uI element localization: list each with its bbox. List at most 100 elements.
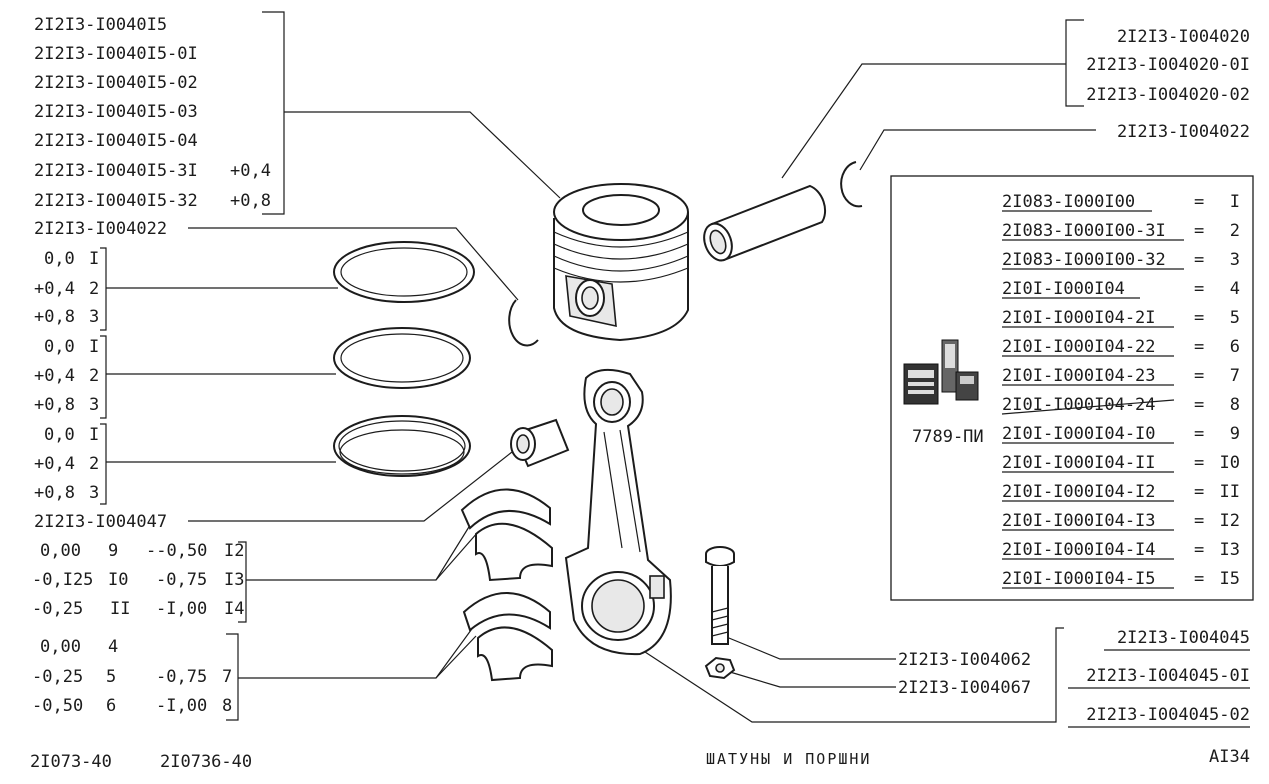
circlip-part-number: 2I2I3-I004022 bbox=[1117, 122, 1250, 142]
piston-part-number: 2I2I3-I0040I5-02 bbox=[34, 73, 198, 93]
ring-size: +0,8 bbox=[34, 483, 75, 503]
kit-row: 2I0I-I000I04-I4=I3 bbox=[1002, 540, 1240, 560]
bearing-bracket bbox=[226, 633, 239, 721]
bearing-leader bbox=[238, 625, 475, 679]
page-title: ШАТУНЫ И ПОРШНИ bbox=[706, 750, 871, 768]
kit-row-num: 6 bbox=[1230, 337, 1240, 357]
piston-part-number: 2I2I3-I0040I5-04 bbox=[34, 131, 198, 151]
bearing-size: 0,00 bbox=[40, 637, 81, 657]
kit-row-eq: = bbox=[1194, 221, 1204, 241]
kit-row: 2I0I-I000I04-I2=II bbox=[1002, 482, 1240, 502]
kit-row-eq: = bbox=[1194, 337, 1204, 357]
kit-row-eq: = bbox=[1194, 482, 1204, 502]
kit-row-num: I2 bbox=[1220, 511, 1240, 531]
kit-row: 2I0I-I000I04=4 bbox=[1002, 279, 1240, 299]
parts-box-icon bbox=[903, 339, 979, 405]
bearing-leader bbox=[435, 635, 477, 679]
kit-row: 2I0I-I000I04-I0=9 bbox=[1002, 424, 1240, 444]
bushing-part-number: 2I2I3-I004047 bbox=[34, 512, 167, 532]
kit-row-num: 3 bbox=[1230, 250, 1240, 270]
kit-row-num: 8 bbox=[1230, 395, 1240, 415]
ring-size: +0,8 bbox=[34, 395, 75, 415]
bearing-bracket bbox=[238, 541, 247, 623]
kit-row-eq: = bbox=[1194, 395, 1204, 415]
piston-part-number: 2I2I3-I0040I5 bbox=[34, 15, 167, 35]
ring-size: +0,4 bbox=[34, 366, 75, 386]
bearing-size: -0,75 bbox=[156, 570, 207, 590]
kit-row-part: 2I0I-I000I04-23 bbox=[1002, 366, 1156, 386]
pin-bracket bbox=[1065, 19, 1084, 107]
pin-part-number: 2I2I3-I004020-0I bbox=[1086, 55, 1250, 75]
bearing-size: -0,I25 bbox=[32, 570, 93, 590]
bolt-drawing bbox=[705, 546, 735, 645]
kit-row-part: 2I0I-I000I04-II bbox=[1002, 453, 1156, 473]
circlip-left-label: 2I2I3-I004022 bbox=[34, 219, 519, 301]
kit-row-num: 2 bbox=[1230, 221, 1240, 241]
bearing-number: 8 bbox=[222, 696, 232, 716]
ring-number: I bbox=[89, 249, 99, 269]
bearing-size: -I,00 bbox=[156, 696, 207, 716]
ring-set: 0,0 +0,4 +0,8 I 2 3 bbox=[34, 423, 336, 505]
bushing-label: 2I2I3-I004047 bbox=[34, 451, 513, 532]
bolt-leader bbox=[723, 635, 896, 660]
page-number: AI34 bbox=[1209, 747, 1250, 767]
ring-number: 2 bbox=[89, 366, 99, 386]
kit-row-part: 2I0I-I000I04-I0 bbox=[1002, 424, 1156, 444]
kit-row: 2I083-I000I00-3I = 2 bbox=[1002, 221, 1240, 241]
bearing-size: -0,25 bbox=[32, 667, 83, 687]
piston-part-number: 2I2I3-I0040I5-03 bbox=[34, 102, 198, 122]
kit-row-num: I5 bbox=[1220, 569, 1240, 589]
ring-size: +0,4 bbox=[34, 279, 75, 299]
bearing-number: I4 bbox=[224, 599, 244, 619]
kit-row-eq: = bbox=[1194, 453, 1204, 473]
kit-row-eq: = bbox=[1194, 279, 1204, 299]
kit-row-part: 2I083-I000I00-3I bbox=[1002, 221, 1166, 241]
kit-table-frame bbox=[890, 175, 1254, 601]
kit-row: 2I0I-I000I04-I5=I5 bbox=[1002, 569, 1240, 589]
piston-part-list: 2I2I3-I0040I5 2I2I3-I0040I5-0I 2I2I3-I00… bbox=[34, 11, 561, 215]
rod-part-number: 2I2I3-I004045-0I bbox=[1086, 666, 1250, 686]
bearing-number: 4 bbox=[108, 637, 118, 657]
pin-part-number: 2I2I3-I004020 bbox=[1117, 27, 1250, 47]
kit-row-part: 2I0I-I000I04-I2 bbox=[1002, 482, 1156, 502]
ring-number: 3 bbox=[89, 307, 99, 327]
nut-leader bbox=[729, 671, 896, 688]
rod-leader bbox=[641, 627, 1064, 723]
circlip-leader bbox=[859, 129, 1096, 171]
rod-part-list: 2I2I3-I004045 2I2I3-I004045-0I 2I2I3-I00… bbox=[641, 627, 1250, 728]
upper-bearing-table: 0,00 9 --0,50 I2 -0,I25 I0 -0,75 I3 -0,2… bbox=[32, 521, 479, 623]
nut-part-number: 2I2I3-I004067 bbox=[898, 678, 1031, 698]
bearing-size: -0,25 bbox=[32, 599, 83, 619]
kit-row-eq: = bbox=[1194, 540, 1204, 560]
ring-size: +0,8 bbox=[34, 307, 75, 327]
bearing-number: I3 bbox=[224, 570, 244, 590]
ring-bracket bbox=[100, 335, 107, 419]
bearing-number: I0 bbox=[108, 570, 128, 590]
connecting-rod-drawing bbox=[564, 368, 672, 656]
circlip-leader bbox=[188, 227, 519, 301]
kit-rows: 2I083-I000I00=I 2I083-I000I00-3I=2 2I083… bbox=[1001, 192, 1240, 589]
ring-bracket bbox=[100, 247, 107, 331]
pin-part-number: 2I2I3-I004020-02 bbox=[1086, 85, 1250, 105]
kit-row: 2I0I-I000I04-II = I0 bbox=[1002, 453, 1240, 473]
piston-leader bbox=[284, 111, 561, 199]
kit-row-eq: = bbox=[1194, 250, 1204, 270]
bearing-number: 5 bbox=[106, 667, 116, 687]
ring-number: I bbox=[89, 425, 99, 445]
piston-ring-drawing bbox=[333, 241, 475, 303]
ring-set: 0,0 +0,4 +0,8 I 2 3 bbox=[34, 335, 336, 419]
kit-row-num: 9 bbox=[1230, 424, 1240, 444]
kit-row-eq: = bbox=[1194, 569, 1204, 589]
kit-row-part: 2I083-I000I00-32 bbox=[1002, 250, 1166, 270]
kit-row-num: I bbox=[1230, 192, 1240, 212]
kit-row-num: I0 bbox=[1220, 453, 1240, 473]
kit-row-eq: = bbox=[1194, 511, 1204, 531]
kit-row-num: I3 bbox=[1220, 540, 1240, 560]
ring-number: 3 bbox=[89, 483, 99, 503]
bearing-size: -0,75 bbox=[156, 667, 207, 687]
footer: 2I073-40 2I0736-40 ШАТУНЫ И ПОРШНИ AI34 bbox=[30, 747, 1250, 772]
bolt-part-number: 2I2I3-I004062 bbox=[898, 650, 1031, 670]
ring-size: 0,0 bbox=[44, 425, 75, 445]
kit-row-num: 7 bbox=[1230, 366, 1240, 386]
bearing-size: -0,50 bbox=[32, 696, 83, 716]
